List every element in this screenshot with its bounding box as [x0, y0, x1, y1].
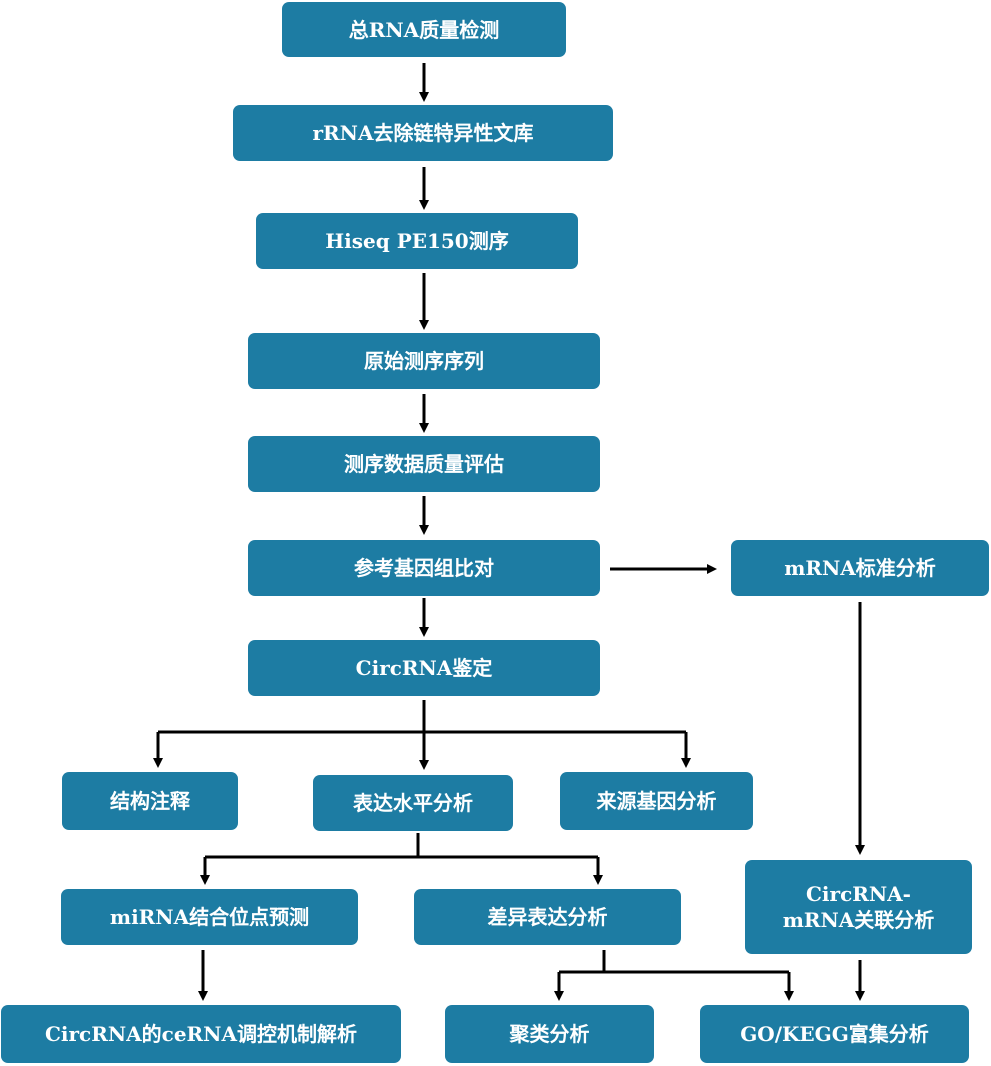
clustering-box: 聚类分析	[445, 1005, 654, 1063]
expression-level-box: 表达水平分析	[313, 775, 513, 831]
structure-annotation-box: 结构注释	[62, 772, 238, 830]
circrna-identification-box: CircRNA鉴定	[248, 640, 600, 696]
rrna-library-box: rRNA去除链特异性文库	[233, 105, 613, 161]
raw-reads-box: 原始测序序列	[248, 333, 600, 389]
go-kegg-box: GO/KEGG富集分析	[700, 1005, 969, 1063]
total-rna-qc-box: 总RNA质量检测	[282, 2, 566, 57]
circrna-mrna-association-box: CircRNA- mRNA关联分析	[745, 860, 972, 954]
mirna-binding-box: miRNA结合位点预测	[61, 889, 358, 945]
data-qc-box: 测序数据质量评估	[248, 436, 600, 492]
cerna-network-box: CircRNA的ceRNA调控机制解析	[1, 1005, 401, 1063]
hiseq-sequencing-box: Hiseq PE150测序	[256, 213, 578, 269]
alignment-box: 参考基因组比对	[248, 540, 600, 596]
source-gene-box: 来源基因分析	[560, 772, 753, 830]
mrna-standard-box: mRNA标准分析	[731, 540, 989, 596]
differential-expression-box: 差异表达分析	[414, 889, 681, 945]
